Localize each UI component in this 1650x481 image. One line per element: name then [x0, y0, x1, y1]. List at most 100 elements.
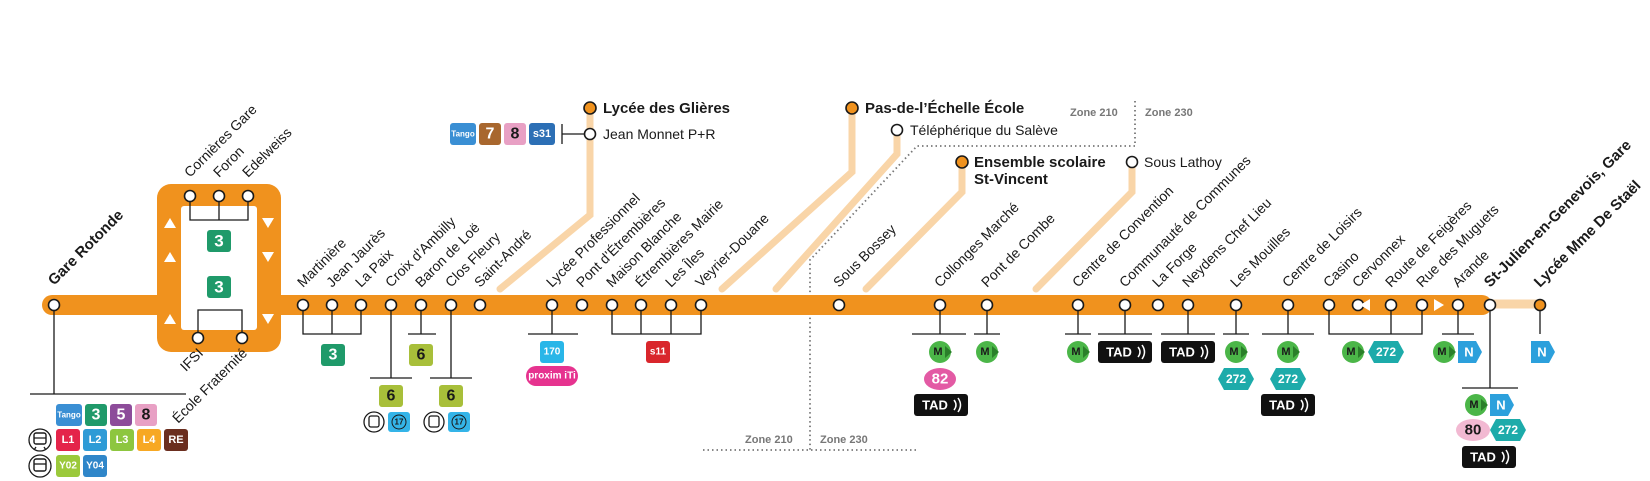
badge-Y04: Y04 [83, 455, 107, 477]
branch-stops [583, 101, 1139, 169]
stop-collonges-marche[interactable] [933, 298, 947, 312]
badge-M-mouilles: M [1225, 341, 1248, 363]
stop-sous-lathoy[interactable] [1125, 155, 1139, 169]
stop-croix-ambilly[interactable] [384, 298, 398, 312]
badge-M-loisirs: M [1277, 341, 1300, 363]
stop-lycee-stael[interactable] [1533, 298, 1547, 312]
svg-text:N: N [1537, 345, 1546, 360]
svg-text:L3: L3 [116, 434, 129, 446]
stop-jean-monnet[interactable] [583, 127, 597, 141]
stop-route-feigeres[interactable] [1384, 298, 1398, 312]
stop-lycee-glieres[interactable] [583, 101, 597, 115]
svg-text:3: 3 [214, 278, 223, 297]
stop-les-iles[interactable] [664, 298, 678, 312]
stop-centre-convention[interactable] [1071, 298, 1085, 312]
svg-text:M: M [1437, 346, 1446, 358]
svg-text:272: 272 [1498, 423, 1518, 437]
svg-text:3: 3 [214, 232, 223, 251]
stop-sous-bossey[interactable] [832, 298, 846, 312]
stop-martiniere[interactable] [296, 298, 310, 312]
stop-edelweiss[interactable] [241, 189, 255, 203]
jean-monnet-connector [561, 124, 584, 144]
loop-arrow-up-2 [164, 252, 176, 262]
main-line [42, 184, 1492, 352]
stop-clos-fleury[interactable] [444, 298, 458, 312]
branch-ensemble-scolaire [862, 158, 966, 293]
stop-gare-rotonde[interactable] [47, 298, 61, 312]
stop-cornieres-gare[interactable] [183, 189, 197, 203]
badge-82: 82 [924, 368, 956, 390]
stop-arande[interactable] [1451, 298, 1465, 312]
stop-telepherique[interactable] [890, 123, 904, 137]
connector-clos [430, 311, 472, 379]
stop-baron-de-loe[interactable] [414, 298, 428, 312]
stop-centre-loisirs[interactable] [1281, 298, 1295, 312]
stop-saint-andre[interactable] [473, 298, 487, 312]
badge-tango: Tango [450, 123, 476, 145]
stop-la-forge[interactable] [1151, 298, 1165, 312]
branch-pas-echelle [718, 106, 856, 293]
branch-lines [496, 106, 1545, 309]
svg-text:proxim iTi: proxim iTi [528, 371, 576, 382]
connector-3 [302, 311, 362, 335]
stop-rue-muguets[interactable] [1415, 298, 1429, 312]
stop-st-julien-gare[interactable] [1483, 298, 1497, 312]
stop-foron[interactable] [212, 189, 226, 203]
stop-veyrier-douane[interactable] [694, 298, 708, 312]
badge-L1: L1 [56, 429, 80, 451]
label-telepherique: Téléphérique du Salève [910, 122, 1058, 138]
loop-arrow-down-2 [262, 252, 274, 262]
stop-jean-jaures[interactable] [325, 298, 339, 312]
badge-line-5-gr: 5 [110, 404, 132, 426]
stop-communaute-communes[interactable] [1118, 298, 1132, 312]
stop-maison-blanche[interactable] [605, 298, 619, 312]
main-line-bar [42, 295, 1492, 315]
svg-text:3: 3 [92, 407, 101, 424]
svg-text:82: 82 [932, 371, 949, 388]
svg-text:s31: s31 [533, 128, 551, 140]
stop-neydens[interactable] [1181, 298, 1195, 312]
label-gare-rotonde: Gare Rotonde [45, 207, 127, 289]
svg-text:6: 6 [387, 388, 396, 405]
badge-RE: RE [164, 429, 188, 451]
loop-badge-3-top: 3 [207, 230, 231, 252]
stop-pont-etrembieres[interactable] [575, 298, 589, 312]
connector-lycee-pro [528, 311, 578, 335]
label-ensemble-scolaire-1: Ensemble scolaire [974, 154, 1106, 171]
badge-tango-gr: Tango [56, 404, 82, 426]
svg-text:80: 80 [1465, 422, 1482, 439]
stop-pont-de-combe[interactable] [980, 298, 994, 312]
loop-inner [181, 206, 257, 330]
branch-sous-lathoy [1032, 158, 1136, 293]
direction-arrow-left [1360, 299, 1370, 311]
stop-la-paix[interactable] [354, 298, 368, 312]
badge-N-stael: N [1531, 341, 1555, 363]
badge-line-3-mj: 3 [321, 344, 345, 366]
stop-pas-echelle[interactable] [845, 101, 859, 115]
zone-210-top: Zone 210 [1070, 107, 1118, 119]
svg-text:TAD: TAD [1169, 345, 1195, 360]
stop-ensemble-scolaire[interactable] [955, 155, 969, 169]
badge-s11: s11 [646, 341, 670, 363]
badge-N-st-julien: N [1490, 394, 1514, 416]
svg-text:M: M [933, 346, 942, 358]
stop-les-mouilles[interactable] [1229, 298, 1243, 312]
svg-text:17: 17 [455, 418, 464, 427]
svg-text:M: M [1229, 346, 1238, 358]
zone-boundaries [703, 101, 1136, 451]
badge-170: 170 [540, 341, 564, 363]
stop-etrembieres-mairie[interactable] [634, 298, 648, 312]
badge-line-3-gr: 3 [85, 404, 107, 426]
label-edelweiss: Edelweiss [239, 124, 295, 180]
badge-line-7: 7 [479, 123, 501, 145]
svg-text:M: M [1281, 346, 1290, 358]
badge-line-6-clos: 6 [439, 385, 463, 407]
label-ensemble-scolaire-2: St-Vincent [974, 171, 1048, 188]
svg-text:M: M [1469, 399, 1478, 411]
stop-lycee-professionnel[interactable] [545, 298, 559, 312]
bus-icon-croix [363, 411, 385, 433]
badge-line-6-baron: 6 [409, 344, 433, 366]
stop-ifsi[interactable] [191, 331, 205, 345]
stop-ecole-fraternite[interactable] [235, 331, 249, 345]
stop-casino[interactable] [1322, 298, 1336, 312]
